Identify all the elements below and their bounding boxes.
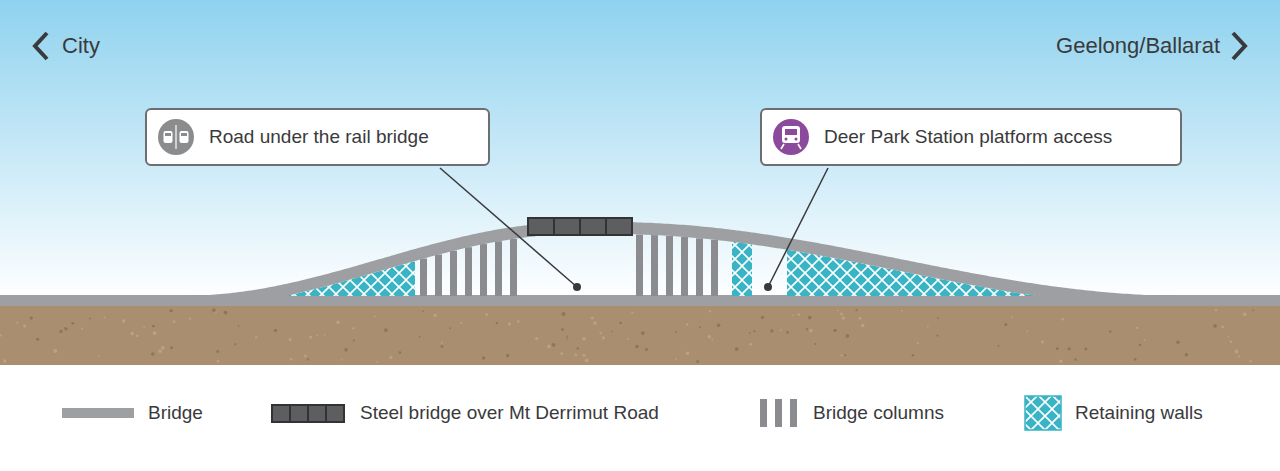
- callout-text: Deer Park Station platform access: [824, 126, 1112, 148]
- callout-icon: [147, 110, 207, 164]
- ground-speckles: [0, 308, 1254, 363]
- callout-text: Road under the rail bridge: [209, 126, 429, 148]
- bridge-deck: [170, 222, 1200, 296]
- retaining-wall: [732, 242, 752, 296]
- leader-line: [440, 168, 577, 287]
- direction-label: City: [62, 33, 100, 59]
- callout-box: Deer Park Station platform access: [760, 108, 1182, 166]
- sky: [0, 0, 1280, 300]
- leader-dot: [764, 283, 772, 291]
- leader-dot: [573, 283, 581, 291]
- legend-text: Steel bridge over Mt Derrimut Road: [360, 402, 659, 424]
- callout-icon: [762, 110, 822, 164]
- legend-swatch: [62, 408, 134, 418]
- direction-label: Geelong/Ballarat: [1056, 33, 1220, 59]
- chevron-right: [1233, 33, 1245, 59]
- steel-bridge: [528, 218, 632, 235]
- legend-swatch: [759, 398, 799, 428]
- legend-text: Retaining walls: [1075, 402, 1203, 424]
- legend-swatch: [271, 404, 345, 423]
- legend-swatch: [1024, 395, 1062, 431]
- callout-box: Road under the rail bridge: [145, 108, 490, 166]
- legend-text: Bridge: [148, 402, 203, 424]
- ground: [0, 305, 1280, 365]
- road: [0, 295, 1280, 306]
- legend-text: Bridge columns: [813, 402, 944, 424]
- leader-line: [768, 168, 828, 287]
- chevron-left: [35, 33, 47, 59]
